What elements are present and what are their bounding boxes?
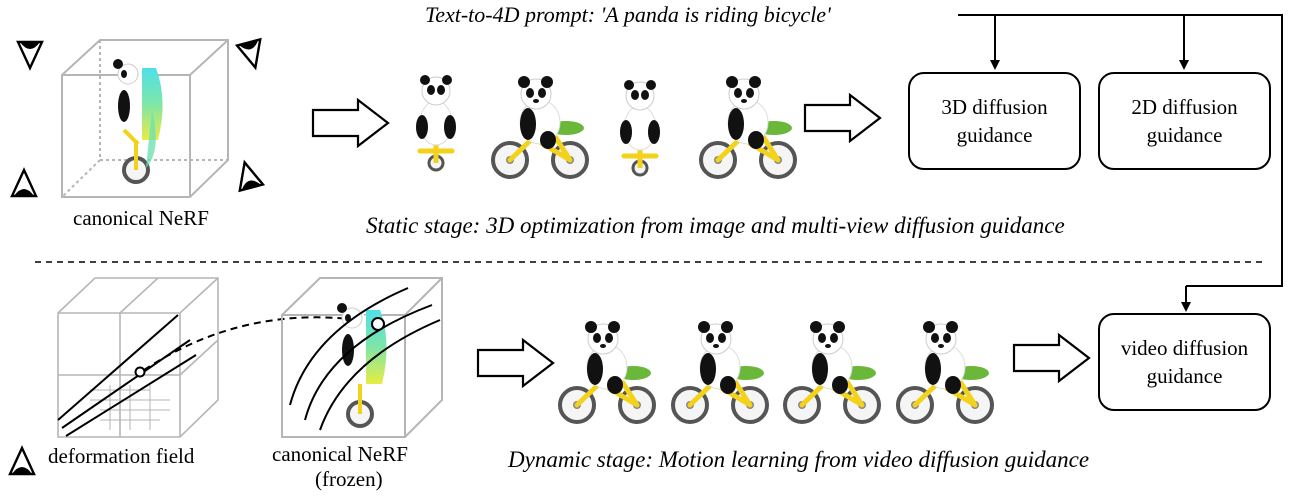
frozen-label: (frozen) xyxy=(315,467,383,491)
static-stage-caption: Static stage: 3D optimization from image… xyxy=(366,213,1065,238)
box-line: 3D diffusion xyxy=(941,94,1048,119)
sample-point xyxy=(371,317,385,331)
canonical-nerf-label: canonical NeRF xyxy=(73,206,209,230)
dynamic-stage-caption: Dynamic stage: Motion learning from vide… xyxy=(508,447,1090,472)
panda-bicycle-image xyxy=(701,76,795,177)
deformation-field-label: deformation field xyxy=(48,444,195,468)
outline-arrow-icon xyxy=(1012,333,1091,383)
ray-lines xyxy=(289,287,441,431)
video-diffusion-guidance-box: video diffusion guidance xyxy=(1098,313,1271,411)
prompt-text: Text-to-4D prompt: 'A panda is riding bi… xyxy=(425,2,831,27)
cube-icon xyxy=(281,277,443,438)
box-line: guidance xyxy=(956,123,1033,147)
eye-icon xyxy=(231,158,265,192)
2d-diffusion-guidance-box: 2D diffusion guidance xyxy=(1098,72,1271,170)
nerf-panda-image xyxy=(110,59,163,184)
outline-arrow-icon xyxy=(311,98,390,148)
eye-icon xyxy=(10,168,38,198)
sample-point xyxy=(134,366,146,378)
canonical-nerf-frozen-label: canonical NeRF xyxy=(272,442,408,466)
panda-bicycle-image xyxy=(673,321,767,422)
panda-bicycle-image xyxy=(620,80,660,175)
box-line: video diffusion xyxy=(1120,335,1249,360)
deformation-mapping xyxy=(143,316,379,371)
panda-bicycle-image xyxy=(560,321,654,422)
eye-icon xyxy=(235,38,269,72)
panda-bicycle-image xyxy=(493,76,587,177)
eye-icon xyxy=(8,446,36,476)
box-line: guidance xyxy=(1146,364,1223,388)
cube-icon xyxy=(61,39,229,198)
eye-icon xyxy=(16,40,44,70)
panda-bicycle-image xyxy=(416,75,456,170)
panda-bicycle-image xyxy=(785,321,879,422)
panda-bicycle-image xyxy=(898,321,992,422)
box-line: guidance xyxy=(1146,123,1223,147)
box-line: 2D diffusion xyxy=(1131,94,1238,119)
prompt-connector xyxy=(958,14,1283,312)
outline-arrow-icon xyxy=(803,93,882,143)
3d-diffusion-guidance-box: 3D diffusion guidance xyxy=(908,72,1081,170)
outline-arrow-icon xyxy=(476,338,555,388)
